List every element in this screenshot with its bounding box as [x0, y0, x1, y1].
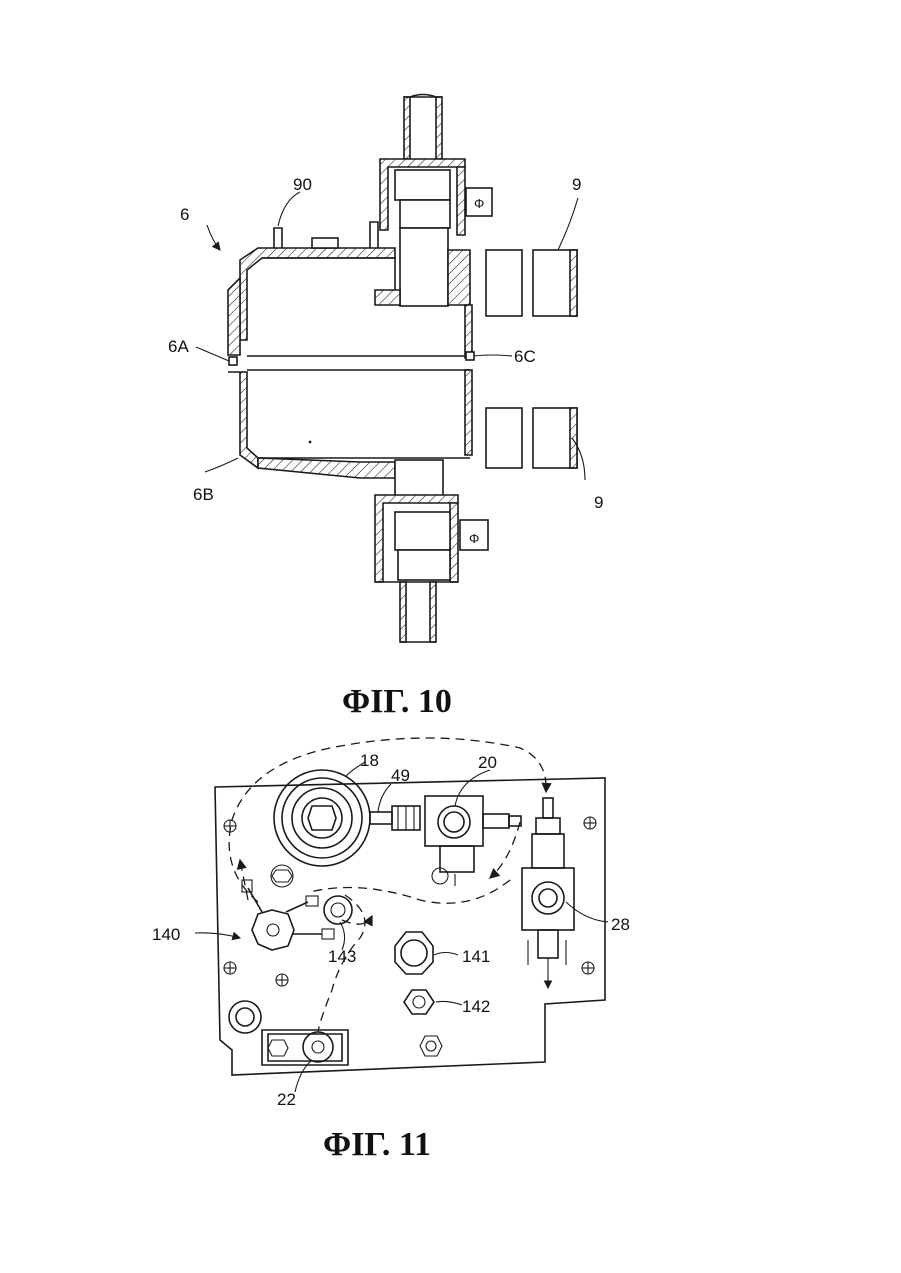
label-18: 18 [360, 751, 379, 770]
valve-20 [425, 796, 521, 886]
label-90: 90 [293, 175, 312, 194]
component-140 [242, 865, 334, 950]
label-22: 22 [277, 1090, 296, 1109]
mark-upper: Φ [474, 196, 484, 211]
leaders-fig10 [196, 192, 585, 480]
component-142 [404, 990, 434, 1014]
component-143 [324, 896, 352, 924]
label-9-top: 9 [572, 175, 581, 194]
top-pipe [404, 95, 442, 160]
valve-28 [522, 798, 574, 988]
label-28: 28 [611, 915, 630, 934]
label-6C: 6C [514, 347, 536, 366]
label-6B: 6B [193, 485, 214, 504]
label-142: 142 [462, 997, 490, 1016]
label-143: 143 [328, 947, 356, 966]
upper-shaft [375, 228, 470, 306]
label-6: 6 [180, 205, 189, 224]
component-141 [395, 932, 433, 974]
label-6A: 6A [168, 337, 189, 356]
component-22 [262, 1030, 348, 1065]
figure-10: Φ [168, 95, 603, 721]
label-49: 49 [391, 766, 410, 785]
figure-10-caption: ΦΙΓ. 10 [342, 683, 452, 720]
upper-connector: Φ [380, 159, 492, 235]
connector-49 [370, 806, 420, 830]
bottom-fittings [229, 1001, 442, 1056]
bottom-pipe [400, 582, 436, 642]
label-9-bottom: 9 [594, 493, 603, 512]
leaders-fig11 [195, 762, 608, 1092]
label-140: 140 [152, 925, 180, 944]
label-20: 20 [478, 753, 497, 772]
figure-11: 18 49 20 28 140 143 141 142 22 ΦΙΓ. 11 [152, 738, 630, 1163]
label-141: 141 [462, 947, 490, 966]
figure-11-caption: ΦΙΓ. 11 [323, 1126, 431, 1163]
mark-lower: Φ [469, 531, 479, 546]
